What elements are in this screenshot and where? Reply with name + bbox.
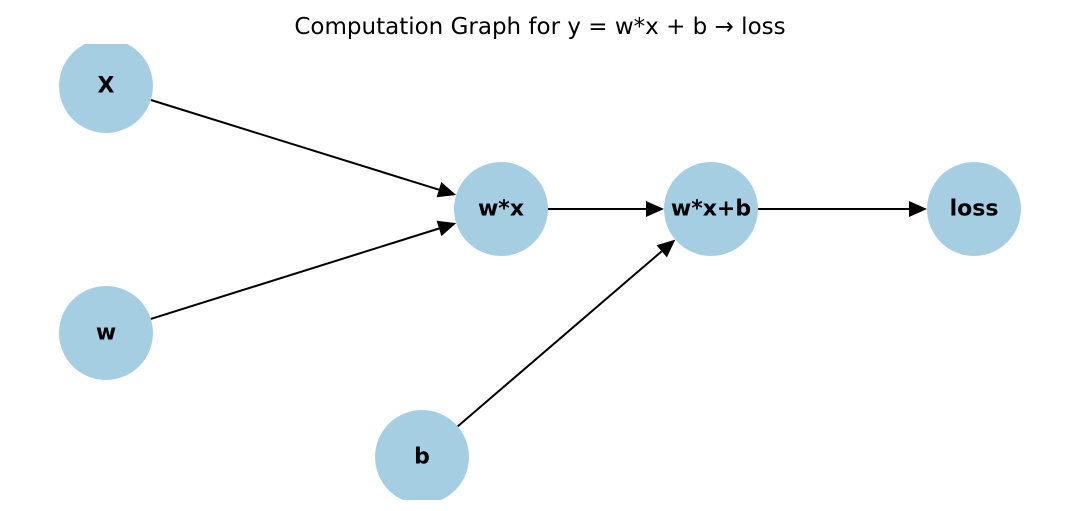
edge-w-to-wx <box>150 220 457 320</box>
arrowhead <box>646 201 664 217</box>
node-label-loss: loss <box>950 197 999 222</box>
edge-wxb-to-loss <box>758 201 927 217</box>
arrowhead <box>656 239 676 258</box>
nodes-layer <box>59 44 1021 500</box>
labels-layer: Xw w*x b w*x+b loss <box>96 74 999 470</box>
edge-line <box>150 227 440 320</box>
arrowhead <box>436 182 457 198</box>
edge-line <box>150 99 440 191</box>
node-label-w: w <box>96 321 116 346</box>
node-label-wxb: w*x+b <box>671 197 751 222</box>
edge-line <box>457 250 663 428</box>
node-label-wx: w*x <box>478 197 524 222</box>
edges-layer <box>150 99 927 428</box>
edge-b-to-wxb <box>457 239 676 428</box>
node-w <box>59 286 153 380</box>
node-label-x: X <box>98 74 115 99</box>
node-label-b: b <box>414 445 430 470</box>
node-loss <box>927 162 1021 256</box>
edge-x-to-wx <box>150 99 457 198</box>
arrowhead <box>909 201 927 217</box>
node-x <box>59 44 153 133</box>
node-wxb <box>664 162 758 256</box>
edge-wx-to-wxb <box>548 201 664 217</box>
node-wx <box>454 162 548 256</box>
arrowhead <box>436 220 457 237</box>
diagram-title: Computation Graph for y = w*x + b → loss <box>294 14 785 40</box>
node-b <box>375 410 469 500</box>
